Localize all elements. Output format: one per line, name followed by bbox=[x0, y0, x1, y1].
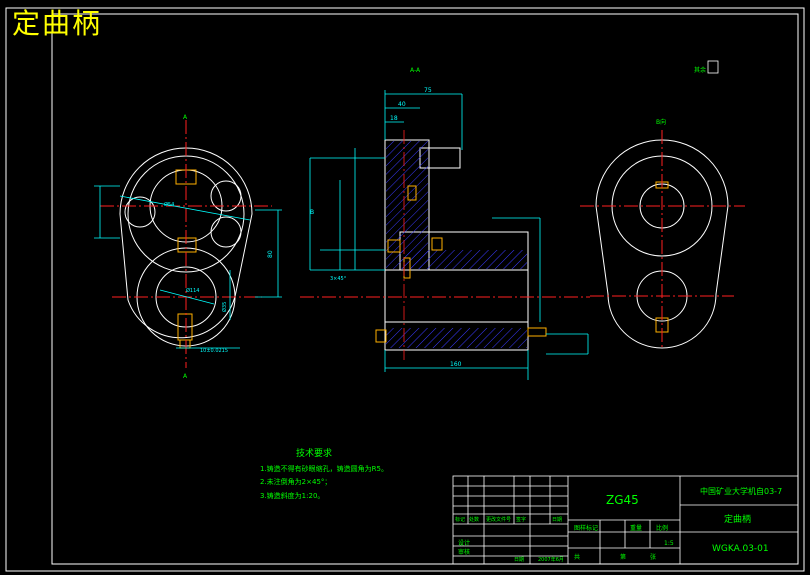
tech-item-2: 2.未注倒角为2×45°； bbox=[260, 477, 331, 486]
tb-hdr-weight: 重量 bbox=[630, 524, 642, 532]
tb-part-name: 定曲柄 bbox=[724, 513, 751, 525]
sheet-title: 定曲柄 bbox=[12, 7, 103, 40]
keyway-mid bbox=[177, 237, 197, 253]
b-view-outline bbox=[595, 139, 729, 349]
tb-rev-mark: 标记 bbox=[455, 516, 465, 523]
front-view-dims bbox=[94, 185, 282, 349]
dim-160-label: 160 bbox=[450, 361, 462, 368]
hatch-shaft bbox=[386, 328, 527, 348]
dim-40-label: 40 bbox=[398, 101, 406, 108]
dim-dia54-label: Ø54 bbox=[164, 201, 174, 208]
tech-item-1: 1.铸造不得有砂眼缩孔，铸造圆角为R5。 bbox=[260, 464, 388, 473]
roughness-note: 其余 bbox=[694, 66, 706, 74]
dim-tol-label: 10±0.0215 bbox=[200, 348, 228, 354]
tb-drawing-no: WGKA.03-01 bbox=[712, 544, 769, 554]
pin-hole-right bbox=[210, 180, 242, 212]
tb-sheet-page: 第 bbox=[620, 553, 626, 561]
tb-hdr-stage: 图样标记 bbox=[574, 524, 598, 532]
tb-sheet-count: 张 bbox=[650, 553, 656, 561]
crank-outline bbox=[119, 147, 253, 339]
dim-dia114-label: Ø114 bbox=[186, 287, 199, 294]
section-keys bbox=[375, 185, 547, 343]
inner-frame bbox=[51, 13, 799, 565]
roughness-symbol bbox=[707, 60, 719, 74]
dim-dia35-label: Ø35 bbox=[221, 302, 228, 312]
tb-school: 中国矿业大学机自03-7 bbox=[700, 486, 782, 496]
tb-design: 设计 bbox=[458, 539, 470, 547]
dim-75-label: 75 bbox=[424, 87, 432, 94]
section-mark-bottom: A bbox=[183, 373, 188, 380]
tb-sheet-total: 共 bbox=[574, 553, 580, 561]
dim-80-label: 80 bbox=[267, 250, 274, 258]
tb-scale: 1:5 bbox=[664, 540, 674, 547]
outer-border bbox=[5, 7, 805, 572]
tech-title: 技术要求 bbox=[296, 447, 332, 459]
keyway-bottom-small bbox=[179, 339, 191, 349]
tb-date: 2007年6月 bbox=[538, 556, 564, 563]
tb-material: ZG45 bbox=[606, 493, 639, 507]
section-label: A-A bbox=[410, 67, 421, 74]
dim-b-label: B bbox=[310, 209, 314, 216]
dim-18-label: 18 bbox=[390, 115, 398, 122]
b-view-centerlines bbox=[580, 130, 745, 350]
pin-hole-right-lower bbox=[210, 216, 242, 248]
tb-date-label: 日期 bbox=[514, 557, 524, 563]
hatch-hub bbox=[386, 141, 428, 269]
dim-chamfer-label: 3×45° bbox=[330, 276, 347, 282]
tb-rev-sign: 签字 bbox=[516, 516, 526, 523]
view-b-label: B向 bbox=[656, 118, 666, 126]
section-dims bbox=[309, 90, 589, 380]
section-mark-top: A bbox=[183, 114, 188, 121]
tb-hdr-scale: 比例 bbox=[656, 524, 668, 532]
title-block-grid bbox=[452, 475, 799, 565]
tb-rev-doc: 更改文件号 bbox=[486, 516, 511, 523]
tb-rev-date: 日期 bbox=[552, 517, 562, 523]
tb-rev-count: 处数 bbox=[469, 516, 479, 523]
tb-check: 审核 bbox=[458, 548, 470, 556]
pin-hole-left bbox=[124, 196, 156, 228]
hatch-arm bbox=[401, 250, 527, 269]
tech-item-3: 3.铸造斜度为1:20。 bbox=[260, 491, 324, 500]
